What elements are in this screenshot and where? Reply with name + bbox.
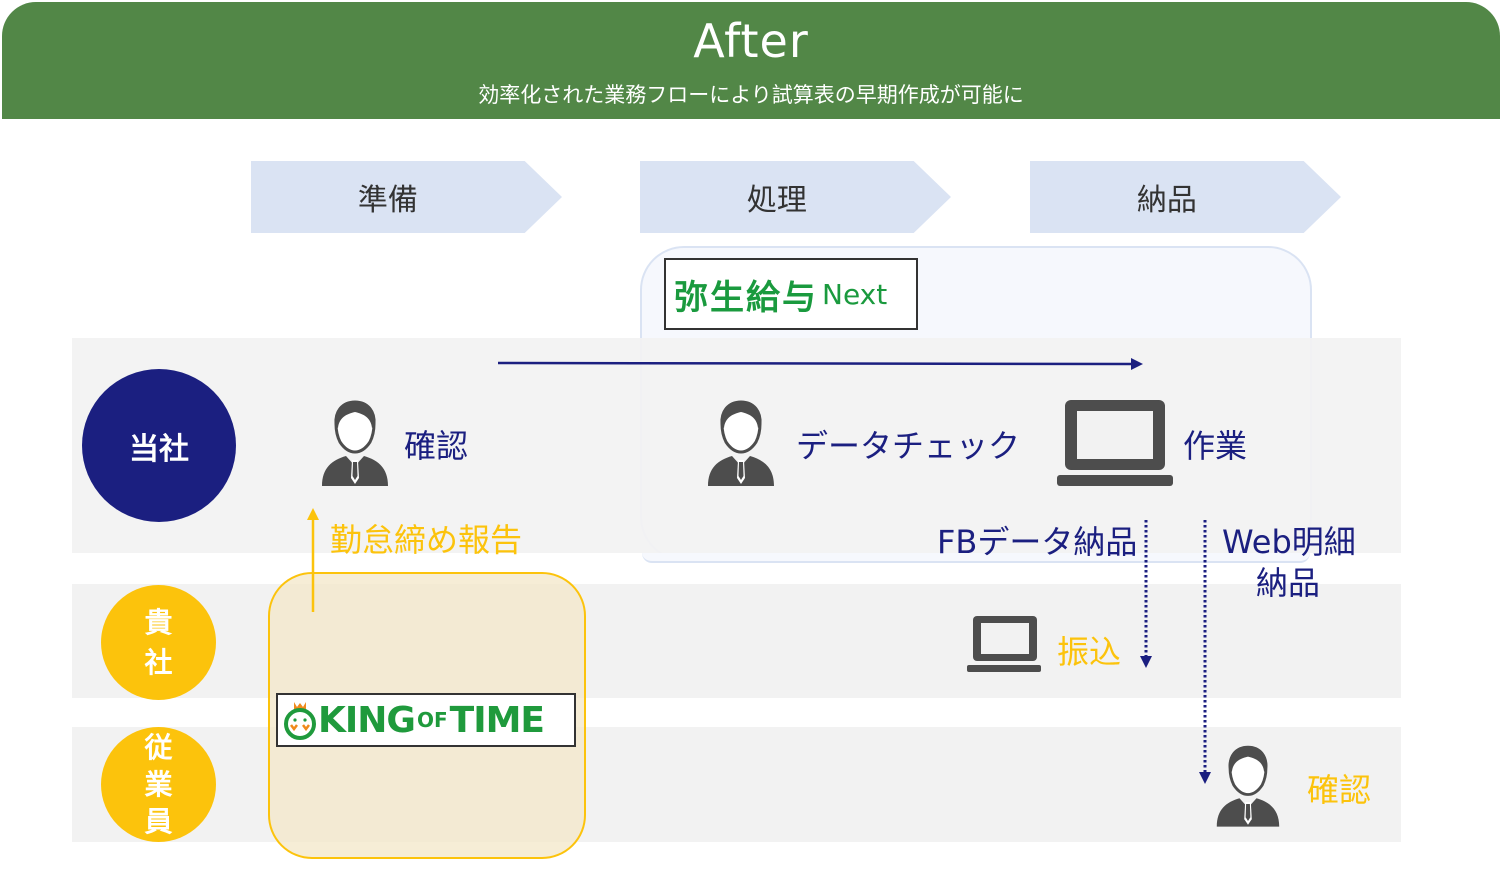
lane-label-text: 当社 (129, 431, 189, 467)
kot-mascot-icon (284, 702, 316, 740)
phase-delivery: 納品 (1030, 161, 1341, 233)
process-arrow-icon (497, 358, 1143, 370)
lane-label-char: 業 (144, 768, 173, 801)
phase-preparation: 準備 (251, 161, 562, 233)
web-delivery-dotted-arrow-icon (1199, 520, 1211, 784)
lane-label-our-company: 当社 (82, 369, 236, 522)
yayoi-area-bottom-edge (642, 553, 1310, 563)
logo-text-time: TIME (449, 699, 545, 741)
logo-text-en: Next (822, 277, 888, 311)
report-arrow-icon (307, 508, 319, 612)
laptop-icon (1057, 398, 1175, 488)
lane-label-employee: 従 業 員 (101, 727, 216, 842)
lane-label-client: 貴 社 (101, 585, 216, 700)
step-label-fb-delivery: FBデータ納品 (937, 523, 1138, 561)
king-of-time-logo: KING OF TIME (276, 693, 576, 747)
step-label-work: 作業 (1183, 427, 1248, 465)
step-label-attendance-report: 勤怠締め報告 (330, 521, 523, 559)
laptop-icon (967, 615, 1043, 673)
lane-label-char: 社 (144, 645, 173, 679)
step-label-web-delivery-line2: 納品 (1256, 564, 1321, 602)
header-banner: After 効率化された業務フローにより試算表の早期作成が可能に (2, 2, 1500, 119)
logo-text-king: KING (318, 699, 416, 741)
yayoi-kyuyo-next-logo: 弥生給与 Next (664, 258, 918, 330)
lane-label-char: 員 (144, 805, 173, 838)
step-label-web-delivery-line1: Web明細 (1222, 523, 1356, 561)
fb-delivery-dotted-arrow-icon (1140, 520, 1152, 668)
phase-processing: 処理 (640, 161, 951, 233)
lane-label-char: 貴 (144, 605, 173, 639)
page-title: After (693, 14, 809, 68)
lane-label-char: 従 (144, 731, 173, 764)
page-subtitle: 効率化された業務フローにより試算表の早期作成が可能に (478, 83, 1024, 107)
phase-label: 納品 (1136, 183, 1197, 218)
step-label-data-check: データチェック (796, 427, 1021, 465)
phase-label: 処理 (746, 183, 807, 218)
phase-label: 準備 (357, 183, 418, 218)
step-label-our-confirm: 確認 (404, 427, 469, 465)
step-label-employee-confirm: 確認 (1307, 771, 1372, 809)
logo-text-of: OF (416, 708, 448, 732)
person-icon (1213, 742, 1283, 830)
logo-text-jp: 弥生給与 (674, 277, 818, 318)
person-icon (704, 398, 778, 488)
step-label-transfer: 振込 (1057, 633, 1122, 671)
person-icon (318, 398, 392, 488)
